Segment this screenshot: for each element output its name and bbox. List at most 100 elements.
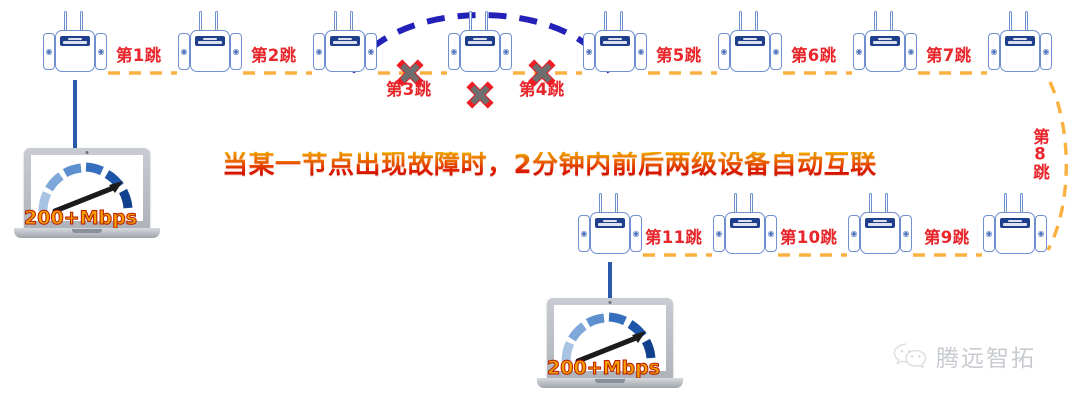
brand-badge-icon (735, 36, 765, 46)
hop-label-9: 第9跳 (924, 228, 970, 247)
wifi-signal-icon: ◉ (95, 33, 107, 70)
cross-x-icon (528, 59, 556, 87)
speedometer-icon (561, 312, 656, 364)
hop-label-8: 第8跳 (1030, 128, 1050, 180)
fault-x-hop3 (393, 56, 427, 90)
device-6[interactable]: ◉ ◉ (718, 11, 782, 73)
device-1[interactable]: ◉ ◉ (43, 11, 107, 73)
device-9[interactable]: ◉ ◉ (983, 193, 1047, 255)
wifi-signal-icon: ◉ (500, 33, 512, 70)
device-11[interactable]: ◉ ◉ (578, 193, 642, 255)
antenna-icon (80, 11, 83, 32)
wifi-signal-icon: ◉ (765, 215, 777, 252)
wifi-signal-icon: ◉ (770, 33, 782, 70)
antenna-icon (885, 193, 888, 214)
brand-badge-icon (865, 218, 895, 228)
brand-badge-icon (465, 36, 495, 46)
laptop-screen (31, 155, 143, 221)
antenna-icon (874, 11, 877, 32)
speed-value-bottom: 200+Mbps (547, 357, 661, 379)
hop-label-6: 第6跳 (791, 46, 837, 65)
watermark-label: 腾远智拓 (936, 346, 1036, 372)
wifi-signal-icon: ◉ (313, 33, 325, 70)
brand-badge-icon (595, 218, 625, 228)
device-10[interactable]: ◉ ◉ (713, 193, 777, 255)
antenna-icon (739, 11, 742, 32)
watermark: 腾远智拓 (893, 339, 1036, 373)
wifi-signal-icon: ◉ (718, 33, 730, 70)
wifi-signal-icon: ◉ (1035, 215, 1047, 252)
antenna-icon (869, 193, 872, 214)
antenna-icon (1025, 11, 1028, 32)
brand-badge-icon (1005, 36, 1035, 46)
device-8[interactable]: ◉ ◉ (988, 11, 1052, 73)
wifi-signal-icon: ◉ (988, 33, 1000, 70)
laptop-bottom[interactable]: 200+Mbps (537, 298, 683, 402)
wifi-signal-icon: ◉ (365, 33, 377, 70)
cross-x-icon (466, 81, 494, 109)
wifi-signal-icon: ◉ (635, 33, 647, 70)
antenna-icon (485, 11, 488, 32)
laptop-screen (554, 305, 666, 371)
antenna-icon (890, 11, 893, 32)
wifi-signal-icon: ◉ (178, 33, 190, 70)
wifi-signal-icon: ◉ (900, 215, 912, 252)
wifi-signal-icon: ◉ (578, 215, 590, 252)
wifi-signal-icon: ◉ (848, 215, 860, 252)
antenna-icon (1004, 193, 1007, 214)
webcam-icon (85, 151, 89, 154)
antenna-icon (469, 11, 472, 32)
laptop-base (14, 228, 160, 238)
antenna-icon (750, 193, 753, 214)
antenna-icon (1020, 193, 1023, 214)
wifi-signal-icon: ◉ (230, 33, 242, 70)
device-3[interactable]: ◉ ◉ (313, 11, 377, 73)
hop-label-7: 第7跳 (926, 46, 972, 65)
hop-label-4: 第4跳 (519, 80, 565, 99)
wifi-signal-icon: ◉ (853, 33, 865, 70)
wifi-signal-icon: ◉ (583, 33, 595, 70)
fault-x-hop4 (525, 56, 559, 90)
device-7[interactable]: ◉ ◉ (853, 11, 917, 73)
brand-badge-icon (870, 36, 900, 46)
wechat-icon (893, 343, 927, 369)
device-5[interactable]: ◉ ◉ (583, 11, 647, 73)
hop-label-11: 第11跳 (645, 228, 703, 247)
antenna-icon (755, 11, 758, 32)
device-2[interactable]: ◉ ◉ (178, 11, 242, 73)
wifi-signal-icon: ◉ (713, 215, 725, 252)
hop-label-2: 第2跳 (251, 46, 297, 65)
brand-badge-icon (330, 36, 360, 46)
device-4[interactable]: ◉ ◉ (448, 11, 512, 73)
laptop-notch (595, 379, 625, 383)
webcam-icon (608, 301, 612, 304)
antenna-icon (350, 11, 353, 32)
link-8-9-curve (1046, 81, 1068, 251)
hop-label-5: 第5跳 (656, 46, 702, 65)
antenna-icon (615, 193, 618, 214)
antenna-icon (604, 11, 607, 32)
page-title: 当某一节点出现故障时，2分钟内前后两级设备自动互联 (222, 150, 877, 180)
antenna-icon (334, 11, 337, 32)
laptop-base (537, 378, 683, 388)
wifi-signal-icon: ◉ (448, 33, 460, 70)
laptop-top[interactable]: 200+Mbps (14, 148, 160, 252)
laptop-lid: 200+Mbps (547, 298, 673, 380)
brand-badge-icon (195, 36, 225, 46)
cross-x-icon (396, 59, 424, 87)
device-9b[interactable]: ◉ ◉ (848, 193, 912, 255)
speedometer-icon (38, 162, 133, 214)
hop-label-10: 第10跳 (780, 228, 838, 247)
antenna-icon (599, 193, 602, 214)
antenna-icon (215, 11, 218, 32)
brand-badge-icon (60, 36, 90, 46)
speed-value-top: 200+Mbps (24, 207, 138, 229)
laptop-lid: 200+Mbps (24, 148, 150, 230)
antenna-icon (734, 193, 737, 214)
brand-badge-icon (1000, 218, 1030, 228)
antenna-icon (199, 11, 202, 32)
antenna-icon (64, 11, 67, 32)
wifi-signal-icon: ◉ (983, 215, 995, 252)
wifi-signal-icon: ◉ (905, 33, 917, 70)
